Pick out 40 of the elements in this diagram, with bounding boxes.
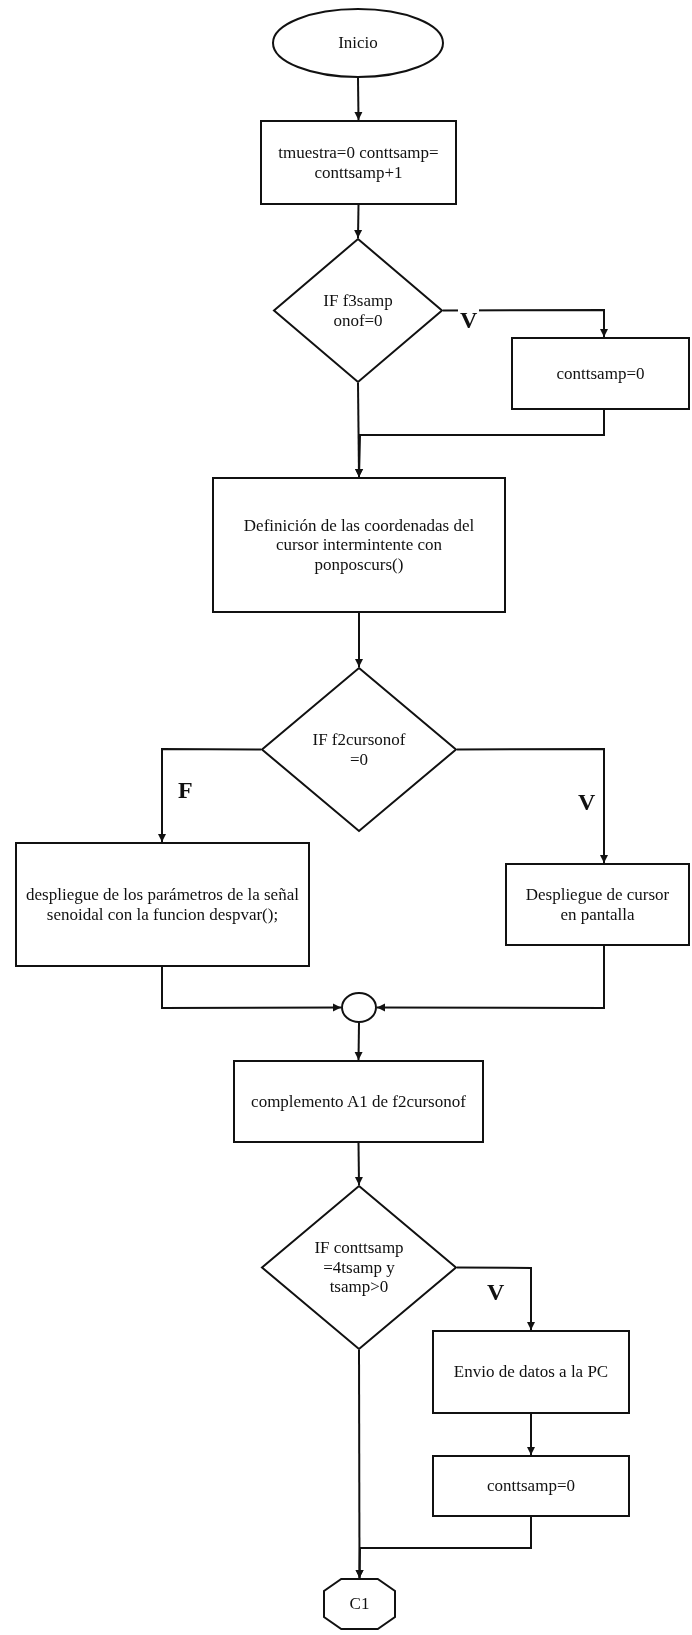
node-text: IF f2cursonof =0 xyxy=(311,729,407,770)
arrow xyxy=(527,1413,535,1456)
connector-circle xyxy=(341,992,377,1023)
process-box xyxy=(233,1060,484,1143)
arrow xyxy=(355,409,605,478)
arrow xyxy=(456,748,608,864)
arrow xyxy=(354,1022,363,1061)
arrow xyxy=(355,1349,364,1579)
arrow xyxy=(456,1266,535,1331)
process-box xyxy=(432,1330,630,1414)
node-text: complemento A1 de f2cursonof xyxy=(251,1091,466,1112)
arrow xyxy=(354,1142,363,1186)
arrow xyxy=(355,612,363,668)
terminal-oval xyxy=(272,8,444,78)
node-text: C1 xyxy=(349,1594,370,1614)
node-text: despliegue de los parámetros de la señal senoidal con la funcion despvar(); xyxy=(25,884,300,925)
node-text: tmuestra=0 conttsamp= conttsamp+1 xyxy=(277,142,440,183)
arrow xyxy=(354,204,363,239)
decision-diamond xyxy=(261,1185,457,1350)
decision-diamond xyxy=(273,238,443,383)
node-text: conttsamp=0 xyxy=(487,1476,575,1496)
arrow xyxy=(158,748,262,843)
process-box xyxy=(505,863,690,946)
node-text: IF f3samp onof=0 xyxy=(322,290,394,331)
arrow xyxy=(376,945,605,1012)
decision-diamond xyxy=(261,667,457,832)
node-text: Despliegue de cursor en pantalla xyxy=(524,884,671,925)
arrow xyxy=(442,309,608,338)
arrow xyxy=(354,77,363,121)
process-box xyxy=(432,1455,630,1517)
node-text: IF conttsamp =4tsamp y tsamp>0 xyxy=(313,1238,405,1297)
node-text: conttsamp=0 xyxy=(556,363,645,384)
process-box xyxy=(15,842,310,967)
node-text: Inicio xyxy=(338,33,378,53)
node-text: Definición de las coordenadas del cursor intermintente con ponposcurs() xyxy=(242,515,476,575)
process-box xyxy=(260,120,457,205)
process-box xyxy=(511,337,690,410)
process-box xyxy=(212,477,506,613)
arrow xyxy=(161,966,342,1012)
node-text: Envio de datos a la PC xyxy=(453,1362,609,1382)
